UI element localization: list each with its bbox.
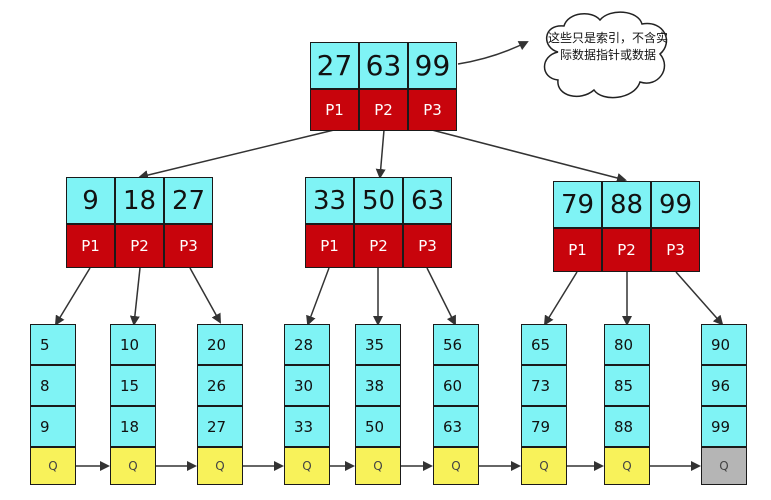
edge-inner1-p3 xyxy=(189,267,221,324)
leaf-value: 10 xyxy=(110,324,156,365)
inner-key: 9 xyxy=(66,177,115,224)
leaf-node-8: 80 85 88 Q xyxy=(604,324,650,485)
leaf-link-cell: Q xyxy=(433,447,479,485)
edge-root-p2 xyxy=(375,129,386,179)
root-pointers: P1 P2 P3 xyxy=(310,89,457,131)
inner-key: 79 xyxy=(553,181,602,228)
edge-inner1-p2 xyxy=(129,267,141,326)
inner-node-2: 33 50 63 P1 P2 P3 xyxy=(305,177,452,268)
leaf-node-7: 65 73 79 Q xyxy=(521,324,567,485)
leaf-value: 65 xyxy=(521,324,567,365)
edge-root-p1 xyxy=(138,129,335,180)
leaf-value: 30 xyxy=(284,365,330,406)
leaf-value: 88 xyxy=(604,406,650,447)
leaf-value: 35 xyxy=(355,324,401,365)
leaf-value: 20 xyxy=(197,324,243,365)
leaf-value: 27 xyxy=(197,406,243,447)
leaf-value: 90 xyxy=(701,324,747,365)
inner-pointer: P2 xyxy=(602,228,651,272)
inner-pointer: P1 xyxy=(553,228,602,272)
leaf-node-4: 28 30 33 Q xyxy=(284,324,330,485)
leaf-value: 38 xyxy=(355,365,401,406)
leaf-node-6: 56 60 63 Q xyxy=(433,324,479,485)
root-pointer: P2 xyxy=(359,89,408,131)
edge-inner3-p1 xyxy=(543,271,578,326)
leaf-value: 33 xyxy=(284,406,330,447)
leaf-node-9: 90 96 99 Q xyxy=(701,324,747,485)
inner-key: 50 xyxy=(354,177,403,224)
leaf-value: 99 xyxy=(701,406,747,447)
leaf-value: 50 xyxy=(355,406,401,447)
root-key: 99 xyxy=(408,42,457,89)
leaf-value: 18 xyxy=(110,406,156,447)
leaf-value: 8 xyxy=(30,365,76,406)
inner-node-1: 9 18 27 P1 P2 P3 xyxy=(66,177,213,268)
leaf-link-cell-end: Q xyxy=(701,447,747,485)
inner-key: 18 xyxy=(115,177,164,224)
leaf-link-cell: Q xyxy=(110,447,156,485)
leaf-link-cell: Q xyxy=(355,447,401,485)
edge-inner3-p3 xyxy=(675,271,724,326)
leaf-value: 80 xyxy=(604,324,650,365)
edge-inner2-p3 xyxy=(426,267,456,326)
inner-pointer: P1 xyxy=(66,224,115,268)
leaf-value: 28 xyxy=(284,324,330,365)
inner-key: 27 xyxy=(164,177,213,224)
inner-pointer: P3 xyxy=(164,224,213,268)
edge-inner2-p1 xyxy=(306,267,330,326)
leaf-value: 79 xyxy=(521,406,567,447)
root-key: 27 xyxy=(310,42,359,89)
inner-key: 63 xyxy=(403,177,452,224)
inner-node-pointers: P1 P2 P3 xyxy=(305,224,452,268)
inner-node-pointers: P1 P2 P3 xyxy=(66,224,213,268)
callout-cloud xyxy=(543,11,668,99)
leaf-node-3: 20 26 27 Q xyxy=(197,324,243,485)
leaf-value: 15 xyxy=(110,365,156,406)
inner-node-keys: 33 50 63 xyxy=(305,177,452,224)
leaf-value: 63 xyxy=(433,406,479,447)
edge-inner1-p1 xyxy=(54,267,91,326)
leaf-value: 60 xyxy=(433,365,479,406)
leaf-value: 5 xyxy=(30,324,76,365)
inner-node-pointers: P1 P2 P3 xyxy=(553,228,700,272)
inner-node-keys: 9 18 27 xyxy=(66,177,213,224)
root-keys: 27 63 99 xyxy=(310,42,457,89)
leaf-node-1: 5 8 9 Q xyxy=(30,324,76,485)
inner-pointer: P3 xyxy=(651,228,700,272)
inner-node-keys: 79 88 99 xyxy=(553,181,700,228)
leaf-node-5: 35 38 50 Q xyxy=(355,324,401,485)
root-pointer: P1 xyxy=(310,89,359,131)
leaf-value: 56 xyxy=(433,324,479,365)
leaf-value: 9 xyxy=(30,406,76,447)
leaf-value: 26 xyxy=(197,365,243,406)
leaf-link-cell: Q xyxy=(30,447,76,485)
inner-key: 33 xyxy=(305,177,354,224)
inner-pointer: P2 xyxy=(354,224,403,268)
leaf-link-cell: Q xyxy=(284,447,330,485)
callout-text: 这些只是索引，不含实际数据指针或数据 xyxy=(548,31,669,62)
leaf-link-cell: Q xyxy=(521,447,567,485)
edge-root-p3 xyxy=(431,129,627,183)
inner-pointer: P2 xyxy=(115,224,164,268)
inner-key: 99 xyxy=(651,181,700,228)
inner-node-3: 79 88 99 P1 P2 P3 xyxy=(553,181,700,272)
leaf-value: 73 xyxy=(521,365,567,406)
leaf-value: 85 xyxy=(604,365,650,406)
root-pointer: P3 xyxy=(408,89,457,131)
inner-key: 88 xyxy=(602,181,651,228)
inner-pointer: P1 xyxy=(305,224,354,268)
root-node: 27 63 99 P1 P2 P3 xyxy=(310,42,457,131)
leaf-link-cell: Q xyxy=(197,447,243,485)
callout-arrow xyxy=(457,41,529,65)
leaf-value: 96 xyxy=(701,365,747,406)
root-key: 63 xyxy=(359,42,408,89)
leaf-link-cell: Q xyxy=(604,447,650,485)
inner-pointer: P3 xyxy=(403,224,452,268)
leaf-node-2: 10 15 18 Q xyxy=(110,324,156,485)
